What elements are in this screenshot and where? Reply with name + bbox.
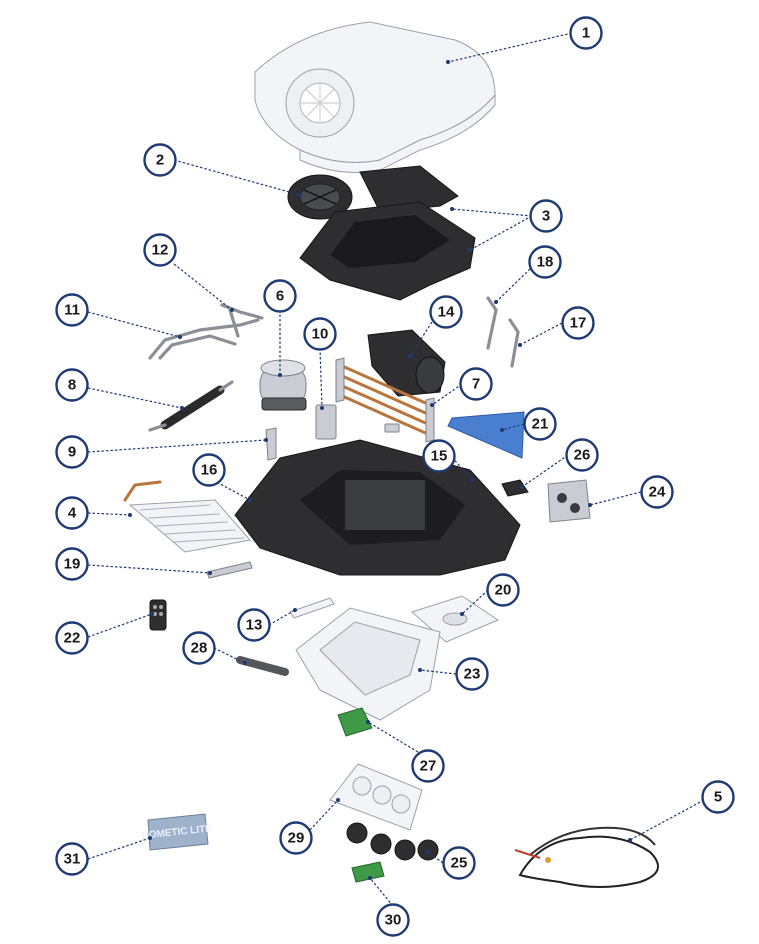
svg-text:26: 26: [574, 447, 591, 464]
callout-9: 9: [55, 435, 89, 469]
svg-text:10: 10: [312, 326, 329, 343]
svg-text:2: 2: [156, 152, 164, 169]
part-pcb-27: [337, 707, 373, 737]
part-strip-13: [289, 597, 335, 619]
callout-14: 14: [429, 295, 463, 329]
svg-text:25: 25: [451, 855, 468, 872]
svg-text:27: 27: [420, 758, 437, 775]
svg-text:13: 13: [246, 617, 263, 634]
callout-19: 19: [55, 547, 89, 581]
svg-text:11: 11: [64, 302, 80, 319]
part-blower: [367, 329, 446, 397]
callout-7: 7: [459, 367, 493, 401]
svg-text:12: 12: [152, 242, 169, 259]
part-heater: [335, 357, 435, 443]
callout-20: 20: [486, 573, 520, 607]
svg-text:8: 8: [68, 377, 76, 394]
callout-23: 23: [455, 657, 489, 691]
callout-1: 1: [569, 16, 603, 50]
svg-text:4: 4: [68, 505, 77, 522]
part-flex-hose: [236, 656, 289, 676]
callout-26: 26: [565, 438, 599, 472]
callout-15: 15: [422, 439, 456, 473]
callout-8: 8: [55, 368, 89, 402]
part-sensor-17: [508, 318, 520, 368]
callout-5: 5: [701, 780, 735, 814]
callout-24: 24: [640, 475, 674, 509]
part-sensor-18: [486, 296, 498, 350]
part-frame: [299, 165, 476, 301]
part-filter: [447, 411, 525, 459]
svg-text:30: 30: [385, 912, 402, 929]
svg-text:5: 5: [714, 789, 722, 806]
callout-30: 30: [376, 903, 410, 937]
svg-text:24: 24: [649, 484, 666, 501]
svg-text:16: 16: [201, 462, 218, 479]
part-cover: [254, 21, 496, 173]
callout-21: 21: [523, 407, 557, 441]
callout-6: 6: [263, 279, 297, 313]
part-control-panel: [329, 763, 423, 831]
part-evaporator: [123, 480, 251, 553]
part-air-box: [295, 607, 441, 721]
svg-text:19: 19: [64, 556, 81, 573]
part-knobs: [346, 822, 439, 861]
svg-text:28: 28: [191, 640, 208, 657]
callout-4: 4: [55, 496, 89, 530]
leader-lines: [87, 32, 705, 907]
callout-3: 3: [529, 199, 563, 233]
svg-text:21: 21: [532, 416, 549, 433]
part-pipe-11: [148, 318, 260, 360]
svg-text:17: 17: [570, 315, 587, 332]
part-strip-19: [206, 561, 253, 579]
callout-29: 29: [279, 821, 313, 855]
svg-text:23: 23: [464, 666, 481, 683]
callout-13: 13: [237, 608, 271, 642]
svg-text:15: 15: [431, 448, 448, 465]
svg-text:14: 14: [438, 304, 455, 321]
callout-2: 2: [143, 143, 177, 177]
callout-12: 12: [143, 233, 177, 267]
callout-28: 28: [182, 631, 216, 665]
callout-22: 22: [55, 621, 89, 655]
callout-16: 16: [192, 453, 226, 487]
svg-text:1: 1: [582, 25, 590, 42]
svg-text:7: 7: [472, 376, 480, 393]
callout-31: 31: [55, 842, 89, 876]
callout-27: 27: [411, 749, 445, 783]
part-pcb-30: [351, 861, 385, 883]
part-fan: [287, 174, 353, 220]
part-kit: [547, 479, 591, 523]
callout-17: 17: [561, 306, 595, 340]
callout-11: 11: [55, 293, 89, 327]
part-bracket: [265, 427, 277, 461]
callout-18: 18: [528, 245, 562, 279]
callout-25: 25: [442, 846, 476, 880]
part-26: [501, 479, 529, 497]
svg-text:29: 29: [288, 830, 305, 847]
svg-text:31: 31: [64, 851, 81, 868]
part-box-10: [315, 404, 337, 440]
svg-text:6: 6: [276, 288, 284, 305]
part-hose: [148, 380, 234, 432]
svg-text:20: 20: [495, 582, 512, 599]
svg-text:18: 18: [537, 254, 554, 271]
svg-text:22: 22: [64, 630, 81, 647]
part-compressor: [259, 359, 307, 411]
part-remote: [149, 599, 167, 631]
svg-text:9: 9: [68, 444, 76, 461]
callout-10: 10: [303, 317, 337, 351]
part-base-tray: [234, 439, 521, 576]
part-badge: DOMETIC LITE: [141, 813, 213, 851]
svg-text:3: 3: [542, 208, 550, 225]
part-harness: [514, 826, 659, 888]
